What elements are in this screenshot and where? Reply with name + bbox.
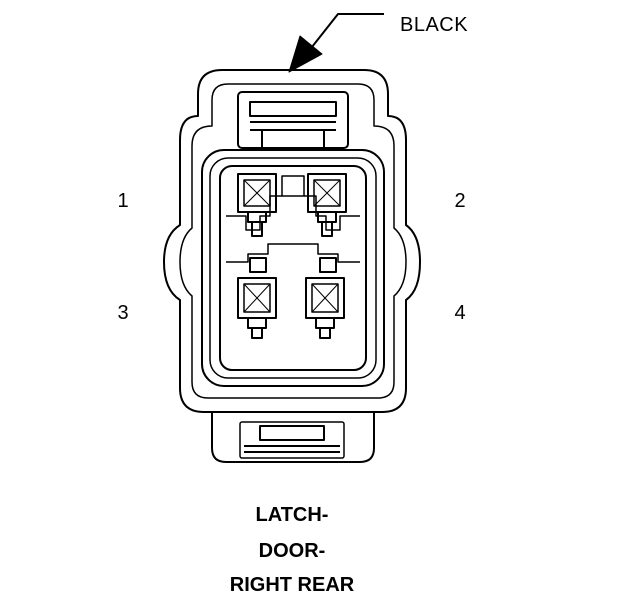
cavity-frame-inner [219, 165, 367, 371]
terminal-3 [237, 257, 277, 339]
pin-number-3: 3 [117, 302, 129, 324]
terminal-1 [237, 173, 277, 237]
wire-color-label: BLACK [400, 14, 469, 36]
black-callout-arrow [288, 13, 384, 73]
connector-inner-ring [179, 83, 407, 399]
cavity-frame-middle [209, 157, 377, 379]
caption-line-3: RIGHT REAR [229, 574, 355, 596]
pin-number-2: 2 [454, 190, 466, 212]
terminal-4 [305, 257, 345, 339]
terminal-2 [307, 173, 347, 237]
caption-line-1: LATCH- [255, 504, 329, 526]
cavity-frame-outer [201, 149, 385, 387]
bottom-lock-tab [211, 412, 375, 463]
connector-outer-housing [163, 69, 421, 413]
pin-number-1: 1 [117, 190, 129, 212]
caption-line-2: DOOR- [258, 540, 326, 562]
pin-number-4: 4 [454, 302, 466, 324]
top-latch-tab [237, 91, 349, 149]
